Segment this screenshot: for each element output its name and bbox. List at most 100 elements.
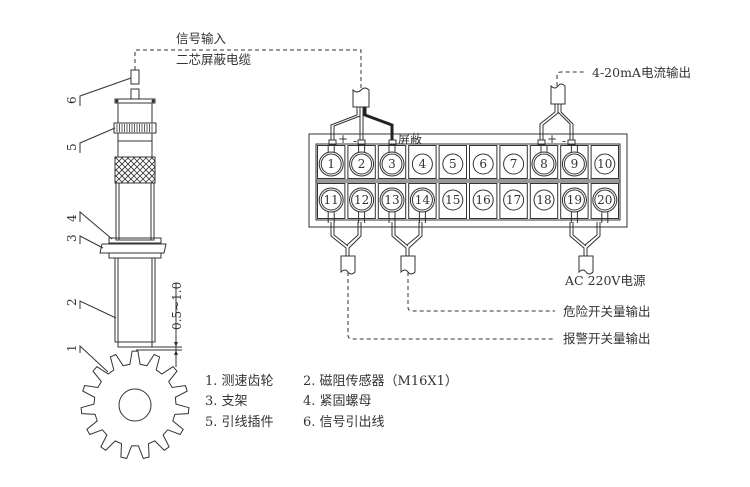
- terminal-screw-18: [533, 189, 555, 211]
- terminal-number-15: 15: [445, 193, 460, 207]
- terminal-number-17: 17: [506, 193, 521, 207]
- terminal-2: 2: [347, 145, 376, 179]
- cable-type-label: 二芯屏蔽电缆: [176, 52, 252, 67]
- sensor-cap: [114, 98, 156, 104]
- terminal-number-19: 19: [567, 193, 582, 207]
- terminal-13: 13: [377, 183, 407, 223]
- terminal-screw-7: [503, 153, 525, 175]
- current-output-wires: [537, 83, 576, 146]
- terminal-screw-16: [472, 189, 494, 211]
- current-output-label: 4-20mA电流输出: [592, 65, 691, 80]
- danger-output-dashed: [407, 272, 555, 312]
- part-marker-5: 5: [65, 143, 79, 151]
- signal-cable-wires: [328, 87, 397, 146]
- terminal-screw-1: [320, 153, 342, 175]
- sensor-assembly: 0.5~1.0: [99, 69, 184, 367]
- minus-label-9: -: [562, 134, 566, 148]
- parts-legend: 1. 测速齿轮 2. 磁阻传感器（M16X1） 3. 支架 4. 紧固螺母 5.…: [205, 373, 458, 430]
- terminal-number-9: 9: [571, 157, 579, 171]
- legend-item-6: 6. 信号引出线: [303, 415, 385, 430]
- terminal-17: 17: [499, 183, 528, 219]
- terminal-number-11: 11: [324, 193, 339, 207]
- terminal-14: 14: [408, 183, 437, 223]
- terminal-number-3: 3: [388, 157, 396, 171]
- terminal-7: 7: [499, 145, 528, 179]
- terminal-number-7: 7: [510, 157, 518, 171]
- terminal-4: 4: [408, 145, 437, 179]
- terminal-10: 10: [590, 145, 619, 179]
- minus-label-2: -: [353, 134, 357, 148]
- terminal-screw-2: [351, 153, 373, 175]
- terminal-number-10: 10: [597, 157, 612, 171]
- signal-cable-dashed: [134, 49, 362, 90]
- signal-lead-plug: [130, 69, 140, 85]
- part-marker-4: 4: [65, 214, 79, 222]
- terminal-number-6: 6: [479, 157, 487, 171]
- terminal-screw-6: [472, 153, 494, 175]
- terminal-number-13: 13: [384, 193, 399, 207]
- plus-label-8: +: [547, 132, 557, 146]
- terminal-screw-5: [442, 153, 464, 175]
- bracket: [99, 243, 167, 254]
- terminal-number-12: 12: [354, 193, 369, 207]
- part-leaders: [79, 77, 132, 373]
- terminal-screw-10: [594, 153, 616, 175]
- terminal-5: 5: [438, 145, 468, 179]
- terminal-screw-20: [594, 189, 616, 211]
- terminal-16: 16: [469, 183, 498, 219]
- plus-label-1: +: [338, 132, 348, 146]
- part-marker-3: 3: [65, 234, 79, 242]
- terminal-number-16: 16: [476, 193, 491, 207]
- legend-item-1: 1. 测速齿轮: [205, 374, 274, 389]
- gap-dimension-label: 0.5~1.0: [170, 282, 184, 330]
- terminal-screw-19: [563, 189, 585, 211]
- gear-hub: [118, 388, 152, 422]
- terminal-number-4: 4: [419, 157, 427, 171]
- terminal-screw-4: [411, 153, 433, 175]
- terminal-screw-13: [381, 189, 403, 211]
- terminal-block-frame: [308, 133, 628, 228]
- terminal-19: 19: [560, 183, 589, 223]
- terminal-12: 12: [347, 183, 376, 223]
- terminal-number-2: 2: [358, 157, 366, 171]
- terminal-number-20: 20: [597, 193, 612, 207]
- terminal-number-14: 14: [415, 193, 431, 207]
- legend-item-2: 2. 磁阻传感器（M16X1）: [303, 373, 458, 389]
- alarm-output-wires: [330, 222, 362, 275]
- legend-item-3: 3. 支架: [205, 394, 248, 409]
- terminal-8: 8: [529, 145, 559, 179]
- power-wires: [569, 222, 601, 275]
- terminal-screw-3: [381, 153, 403, 175]
- alarm-output-dashed: [347, 272, 555, 340]
- speed-gear: [80, 350, 190, 459]
- part-marker-6: 6: [65, 96, 79, 104]
- danger-output-label: 危险开关量输出: [563, 304, 651, 319]
- current-output-dashed: [556, 71, 586, 86]
- signal-input-label: 信号输入: [176, 31, 227, 46]
- terminal-screw-9: [563, 153, 585, 175]
- signal-lead-stem: [130, 88, 140, 100]
- terminal-11: 11: [317, 183, 346, 223]
- terminal-screw-15: [442, 189, 464, 211]
- sensor-body-upper: [115, 182, 155, 241]
- terminal-1: 1: [317, 145, 346, 179]
- power-label: AC 220V电源: [564, 273, 646, 288]
- terminal-screw-11: [320, 189, 342, 211]
- cable-end-signal: [352, 87, 370, 108]
- terminal-15: 15: [438, 183, 468, 219]
- legend-item-4: 4. 紧固螺母: [303, 394, 372, 409]
- legend-item-5: 5. 引线插件: [205, 415, 274, 430]
- terminal-screw-14: [411, 189, 433, 211]
- terminal-number-5: 5: [449, 157, 457, 171]
- terminal-number-1: 1: [327, 157, 335, 171]
- sensor-head: [117, 102, 153, 124]
- terminal-18: 18: [529, 183, 559, 219]
- terminal-3: 3: [377, 145, 407, 179]
- shield-label: 屏蔽: [398, 132, 422, 146]
- terminal-screw-8: [533, 153, 555, 175]
- part-marker-2: 2: [65, 298, 79, 306]
- terminal-screw-17: [503, 189, 525, 211]
- part-marker-1: 1: [65, 344, 79, 352]
